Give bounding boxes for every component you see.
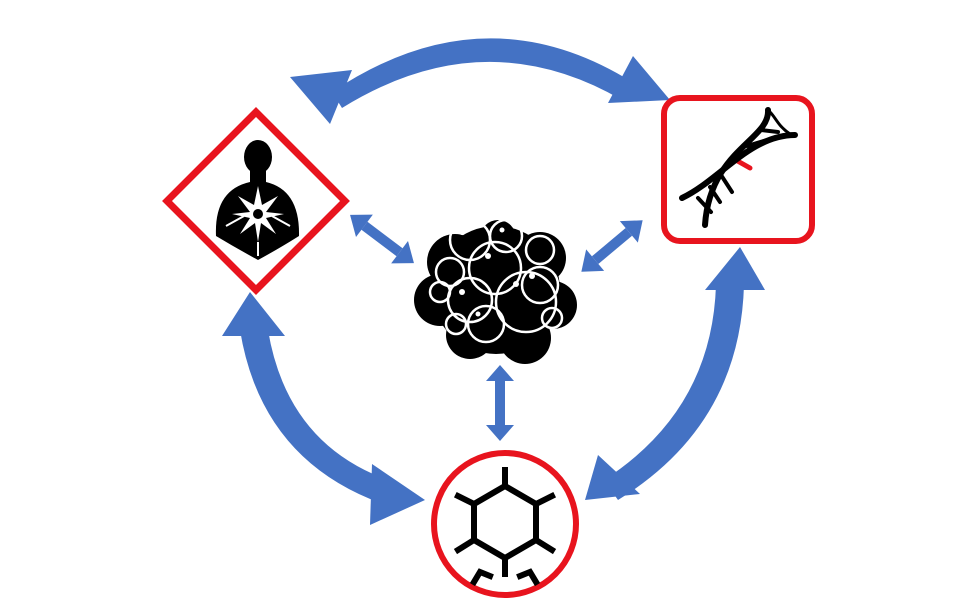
dna-node bbox=[661, 95, 815, 244]
circle-frame bbox=[431, 450, 579, 598]
arrow-hazard-dna bbox=[290, 38, 670, 124]
benzene-node bbox=[431, 450, 579, 598]
arrow-particle-hazard bbox=[350, 214, 414, 264]
arrow-hazard-benzene bbox=[222, 292, 425, 525]
arrowhead-right-top bbox=[705, 247, 765, 290]
particle-node bbox=[414, 218, 577, 364]
arrowhead-left-top bbox=[222, 292, 285, 336]
arrowhead-top-right bbox=[608, 56, 670, 103]
arrowhead-left-bottom bbox=[370, 464, 425, 525]
dna-icon bbox=[679, 107, 798, 228]
inner-arrows bbox=[350, 214, 643, 441]
benzene-ring-icon bbox=[453, 467, 557, 587]
arrowhead-top-left bbox=[290, 70, 352, 124]
arrow-particle-dna bbox=[581, 220, 643, 272]
health-hazard-node bbox=[162, 107, 350, 295]
arrow-particle-benzene bbox=[486, 365, 514, 441]
rounded-square-frame bbox=[661, 95, 815, 244]
arrowhead-right-bottom bbox=[585, 455, 640, 500]
arrow-body-top bbox=[332, 38, 632, 108]
arrow-body-right bbox=[604, 285, 744, 500]
health-hazard-icon bbox=[215, 140, 300, 260]
arrow-dna-benzene bbox=[585, 247, 765, 500]
particle-cluster-icon bbox=[414, 218, 577, 364]
outer-arrows bbox=[222, 38, 765, 525]
